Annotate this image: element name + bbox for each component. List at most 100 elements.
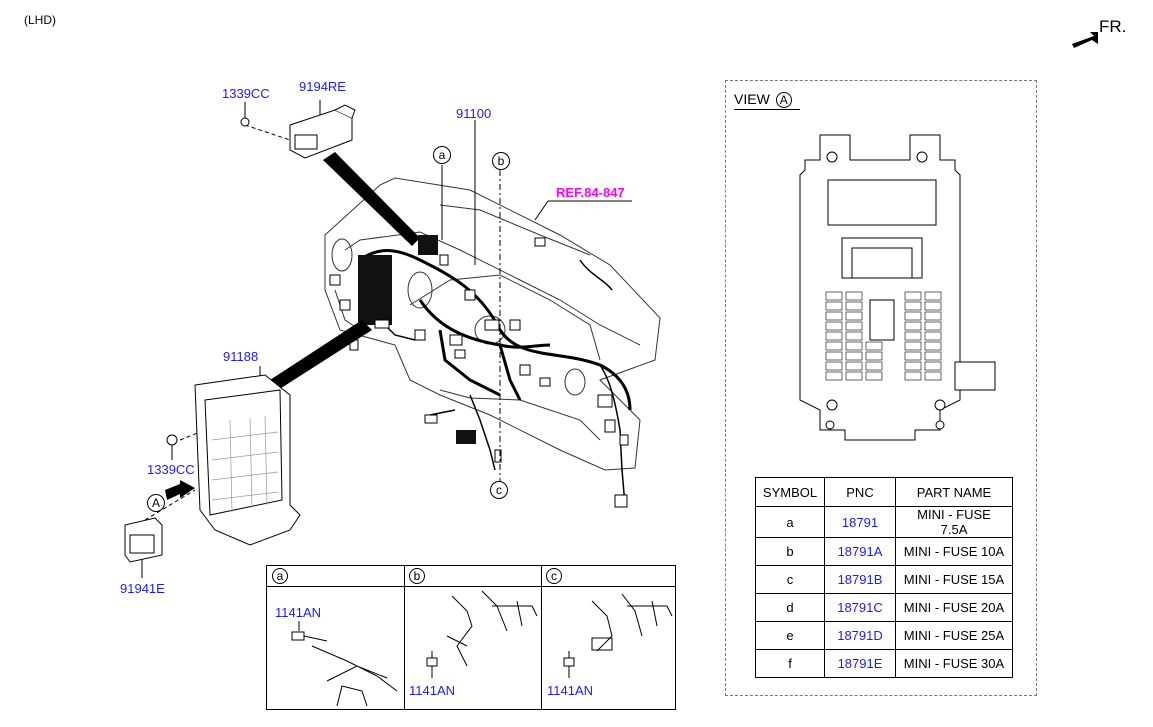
fuse-slot	[845, 361, 863, 371]
fuse-slot	[924, 311, 942, 321]
callout-a: a	[433, 146, 451, 164]
part-label-9194re: 9194RE	[299, 79, 346, 94]
fuse-slot	[865, 371, 883, 381]
front-label: FR.	[1099, 17, 1127, 36]
cell-pnc[interactable]: 18791E	[824, 649, 896, 678]
fuse-slot	[924, 331, 942, 341]
fuse-slot	[825, 351, 843, 361]
detail-header-row	[267, 566, 675, 587]
fuse-slot	[924, 351, 942, 361]
fuse-slot	[845, 351, 863, 361]
detail-part-b: 1141AN	[409, 683, 456, 698]
fuse-slot	[825, 371, 843, 381]
fuse-slot	[845, 301, 863, 311]
fuse-slot	[825, 311, 843, 321]
fuse-slot	[904, 371, 922, 381]
front-arrow-icon	[1072, 32, 1098, 48]
part-label-1339cc-top: 1339CC	[222, 86, 270, 101]
part-label-91100: 91100	[456, 106, 492, 121]
fuse-grid	[825, 291, 942, 381]
view-title-underline	[734, 109, 800, 110]
fuse-slot	[924, 371, 942, 381]
fuse-slot	[825, 331, 843, 341]
part-label-1339cc-left: 1339CC	[147, 462, 195, 477]
fuse-slot	[825, 301, 843, 311]
cell-symbol: e	[755, 621, 825, 650]
fuse-slot	[904, 331, 922, 341]
variant-label: (LHD)	[24, 13, 56, 27]
cell-name: MINI - FUSE 7.5A	[895, 506, 1013, 538]
fuse-slot	[904, 361, 922, 371]
fuse-slot	[924, 361, 942, 371]
fuse-slot	[924, 341, 942, 351]
fuse-slot	[865, 361, 883, 371]
fuse-slot	[845, 311, 863, 321]
fuse-slot	[924, 291, 942, 301]
fuse-slot	[865, 351, 883, 361]
cell-pnc[interactable]: 18791A	[824, 537, 896, 566]
view-a-panel: VIEW A	[725, 80, 1037, 696]
cell-pnc[interactable]: 18791	[824, 506, 896, 538]
fuse-slot	[845, 331, 863, 341]
fuse-slot	[904, 351, 922, 361]
header-symbol: SYMBOL	[755, 477, 825, 507]
cell-name: MINI - FUSE 30A	[895, 649, 1013, 678]
callout-b: b	[492, 152, 510, 170]
fuse-slot	[845, 291, 863, 301]
detail-drawings	[291, 590, 673, 707]
ref-label: REF.84-847	[556, 185, 625, 200]
detail-marker-b: b	[409, 568, 425, 584]
cell-name: MINI - FUSE 10A	[895, 537, 1013, 566]
view-a-marker: A	[147, 494, 165, 512]
cell-name: MINI - FUSE 15A	[895, 565, 1013, 594]
cell-pnc[interactable]: 18791B	[824, 565, 896, 594]
cell-symbol: c	[755, 565, 825, 594]
cell-symbol: a	[755, 506, 825, 538]
cell-symbol: d	[755, 593, 825, 622]
detail-part-a: 1141AN	[275, 605, 322, 620]
detail-marker-a: a	[272, 568, 288, 584]
detail-divider	[541, 566, 542, 709]
header-pnc: PNC	[824, 477, 896, 507]
fuse-slot	[924, 321, 942, 331]
fuse-slot	[825, 321, 843, 331]
fuse-slot	[845, 341, 863, 351]
detail-marker-c: c	[546, 568, 562, 584]
view-a-arrow-icon	[165, 480, 195, 500]
detail-divider	[404, 566, 405, 709]
callout-c: c	[490, 481, 508, 499]
cell-pnc[interactable]: 18791C	[824, 593, 896, 622]
view-title-text: VIEW	[734, 91, 770, 107]
cell-symbol: f	[755, 649, 825, 678]
cell-symbol: b	[755, 537, 825, 566]
fuse-slot	[904, 291, 922, 301]
fuse-slot	[825, 291, 843, 301]
fuse-slot	[904, 311, 922, 321]
view-title-marker: A	[775, 92, 792, 108]
header-part-name: PART NAME	[895, 477, 1013, 507]
detail-part-c: 1141AN	[547, 683, 594, 698]
fuse-slot	[904, 321, 922, 331]
fuse-slot	[924, 301, 942, 311]
fuse-slot	[904, 301, 922, 311]
fuse-slot	[865, 341, 883, 351]
part-label-91941e: 91941E	[120, 581, 165, 596]
part-label-91188: 91188	[223, 349, 259, 364]
cell-pnc[interactable]: 18791D	[824, 621, 896, 650]
fuse-slot	[825, 341, 843, 351]
detail-panel-group: a b c 1141AN 1141AN 1141AN	[266, 565, 676, 710]
fuse-slot	[904, 341, 922, 351]
cell-name: MINI - FUSE 20A	[895, 593, 1013, 622]
fuse-slot	[845, 321, 863, 331]
cell-name: MINI - FUSE 25A	[895, 621, 1013, 650]
fuse-slot	[825, 361, 843, 371]
view-title: VIEW A	[734, 91, 792, 108]
